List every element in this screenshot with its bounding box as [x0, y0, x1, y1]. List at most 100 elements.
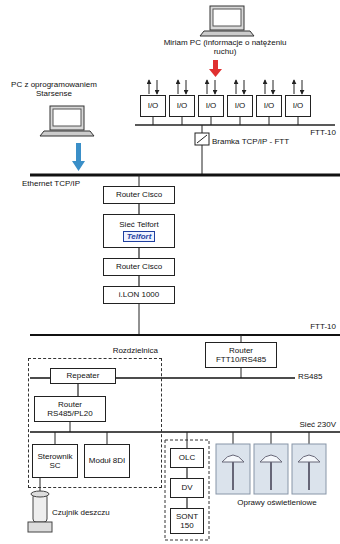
- io-box: I/O: [285, 95, 311, 117]
- connector-line: [138, 276, 139, 286]
- connector-line: [77, 384, 78, 396]
- drop-line: [241, 335, 242, 342]
- gateway-box: [195, 133, 209, 145]
- io-box: I/O: [256, 95, 282, 117]
- signal-arrow: [157, 80, 158, 94]
- lamp-panel: [292, 444, 326, 494]
- signal-arrow: [178, 80, 179, 94]
- monitor: [50, 106, 84, 130]
- drop-line: [211, 117, 212, 125]
- bus-label: FTT-10: [300, 128, 336, 137]
- drop-line: [107, 432, 108, 444]
- node-text: Router FTT10/RS485: [209, 346, 273, 364]
- repeater-box: Repeater: [50, 368, 116, 384]
- io-box: I/O: [140, 95, 166, 117]
- connector-line: [186, 498, 187, 508]
- bus-label: FTT-10: [290, 322, 336, 331]
- node-text: Router Cisco: [116, 262, 162, 271]
- pc-icon: [200, 6, 254, 36]
- signal-arrow: [273, 80, 274, 94]
- lamp-icon: [216, 432, 250, 494]
- node-text: I/O: [206, 101, 217, 110]
- signal-arrow: [244, 80, 245, 94]
- lamp-head: [298, 455, 320, 462]
- router-box: Router FTT10/RS485: [205, 342, 277, 368]
- drop-line: [240, 117, 241, 125]
- keyboard: [40, 131, 94, 136]
- bus-label: Sieć 230V: [286, 420, 336, 429]
- lamp-pole: [308, 462, 310, 490]
- lamp-pole: [270, 462, 272, 490]
- drop-line: [70, 422, 71, 432]
- drop-line: [55, 432, 56, 444]
- drop-line: [182, 117, 183, 125]
- signal-arrow: [215, 80, 216, 94]
- logo-text: Telfort: [123, 231, 156, 242]
- lamp-pole: [232, 462, 234, 490]
- network-box: Sieć TelfortTelfort: [103, 214, 175, 248]
- ftt-bus: [30, 334, 340, 336]
- lamp-group: [216, 432, 326, 494]
- drop-line: [202, 125, 203, 133]
- bus-label: Ethernet TCP/IP: [22, 179, 82, 188]
- lamp-head: [222, 455, 244, 462]
- red-arrow: [209, 60, 222, 77]
- device-box: SONT 150: [170, 508, 204, 534]
- blue-arrow: [72, 143, 85, 171]
- signal-arrow: [302, 80, 303, 94]
- device-box: DV: [170, 478, 204, 498]
- bus-label: RS485: [298, 372, 336, 381]
- router-box: Router RS485/PL20: [34, 396, 106, 422]
- ftt-bus: [135, 124, 335, 126]
- connector-line: [186, 468, 187, 478]
- sensor-body: [33, 494, 47, 522]
- gateway-label: Bramka TCP/IP - FTT: [212, 137, 304, 146]
- drop-line: [139, 175, 140, 186]
- signal-arrow: [186, 80, 187, 94]
- gateway-symbol: [195, 125, 209, 175]
- dashed-group: [165, 440, 209, 540]
- router-box: Router Cisco: [103, 186, 175, 204]
- keyboard: [200, 31, 254, 36]
- node-text: I/O: [235, 101, 246, 110]
- node-text: Sieć Telfort: [119, 220, 158, 229]
- ethernet-bus: [30, 174, 340, 177]
- lamp-icon: [254, 432, 288, 494]
- group-heading: Rozdzielnica: [113, 346, 158, 355]
- node-text: Router RS485/PL20: [38, 400, 102, 418]
- power-bus: [30, 431, 340, 433]
- lamp-icon: [292, 432, 326, 494]
- lamp-panel: [216, 444, 250, 494]
- drop-line: [269, 117, 270, 125]
- drop-line: [271, 432, 272, 444]
- gateway-diagonal: [197, 135, 207, 143]
- screen: [53, 109, 81, 126]
- node-text: i.LON 1000: [119, 290, 159, 299]
- connector-line: [138, 248, 139, 258]
- pc-label: PC z oprogramowaniem Starsense: [6, 80, 102, 98]
- node-text: SONT 150: [174, 512, 200, 530]
- drop-line: [241, 368, 242, 378]
- drop-line: [187, 432, 188, 448]
- controller-box: i.LON 1000: [103, 286, 175, 304]
- io-box: I/O: [198, 95, 224, 117]
- device-box: OLC: [170, 448, 204, 468]
- node-text: I/O: [293, 101, 304, 110]
- monitor: [210, 6, 244, 30]
- pc-icon: [40, 106, 94, 136]
- node-text: Router Cisco: [116, 190, 162, 199]
- lamp-panel: [254, 444, 288, 494]
- sensor-base: [28, 522, 52, 532]
- rain-sensor: [28, 491, 52, 532]
- node-text: Sterownik SC: [36, 452, 74, 470]
- node-text: Repeater: [67, 371, 100, 380]
- drop-line: [298, 117, 299, 125]
- node-text: Moduł 8DI: [89, 456, 125, 465]
- pc-label: Miriam PC (informacje o natężeniu ruchu): [160, 38, 290, 56]
- connector-line: [138, 204, 139, 214]
- signal-arrow: [207, 80, 208, 94]
- node-text: I/O: [264, 101, 275, 110]
- node-text: OLC: [179, 453, 195, 462]
- router-box: Router Cisco: [103, 258, 175, 276]
